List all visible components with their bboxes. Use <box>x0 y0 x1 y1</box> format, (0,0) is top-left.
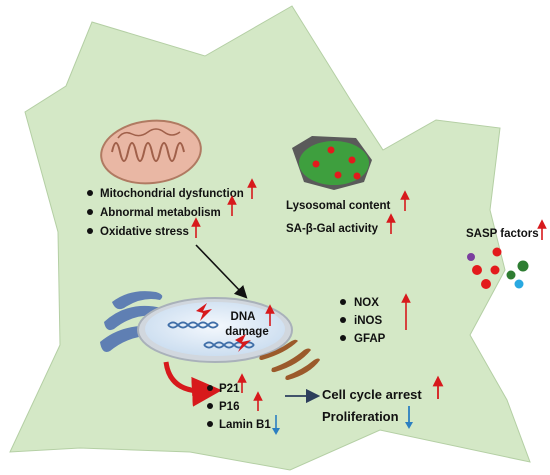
sasp-particles-icon <box>467 247 529 289</box>
inflammation-item: NOX <box>354 297 379 309</box>
curved-arrow <box>163 361 222 407</box>
marker-item: P16 <box>219 401 239 413</box>
lysosomal-content-label: Lysosomal content <box>286 200 391 212</box>
lysosome-icon <box>292 136 372 190</box>
marker-list: P21 P16 Lamin B1 <box>207 373 280 435</box>
inflammation-list: NOX iNOS GFAP <box>340 293 411 345</box>
marker-item: P21 <box>219 383 240 395</box>
mito-list: Mitochondrial dysfunction Abnormal metab… <box>87 178 257 238</box>
proliferation-label: Proliferation <box>322 409 399 424</box>
dna-damage-label: damage <box>225 326 268 338</box>
marker-item: Lamin B1 <box>219 419 271 431</box>
lightning-icon <box>196 303 212 321</box>
mito-item: Abnormal metabolism <box>100 207 221 219</box>
sasp-label: SASP factors <box>466 228 539 240</box>
lightning-icon <box>235 334 251 352</box>
sa-beta-gal-label: SA-β-Gal activity <box>286 223 379 235</box>
mito-item: Mitochondrial dysfunction <box>100 188 244 200</box>
inflammation-item: GFAP <box>354 333 386 345</box>
pathway-arrow <box>195 244 248 299</box>
down-arrow-head <box>272 428 280 435</box>
dna-damage-label: DNA <box>231 311 256 323</box>
golgi-icon <box>259 339 320 380</box>
cell-body <box>9 5 531 471</box>
inflammation-item: iNOS <box>354 315 382 327</box>
mito-item: Oxidative stress <box>100 226 189 238</box>
cell-cycle-arrest-label: Cell cycle arrest <box>322 387 422 402</box>
nucleus-icon <box>137 297 293 363</box>
down-arrow-head <box>405 422 413 429</box>
mitochondrion-icon <box>100 119 202 185</box>
